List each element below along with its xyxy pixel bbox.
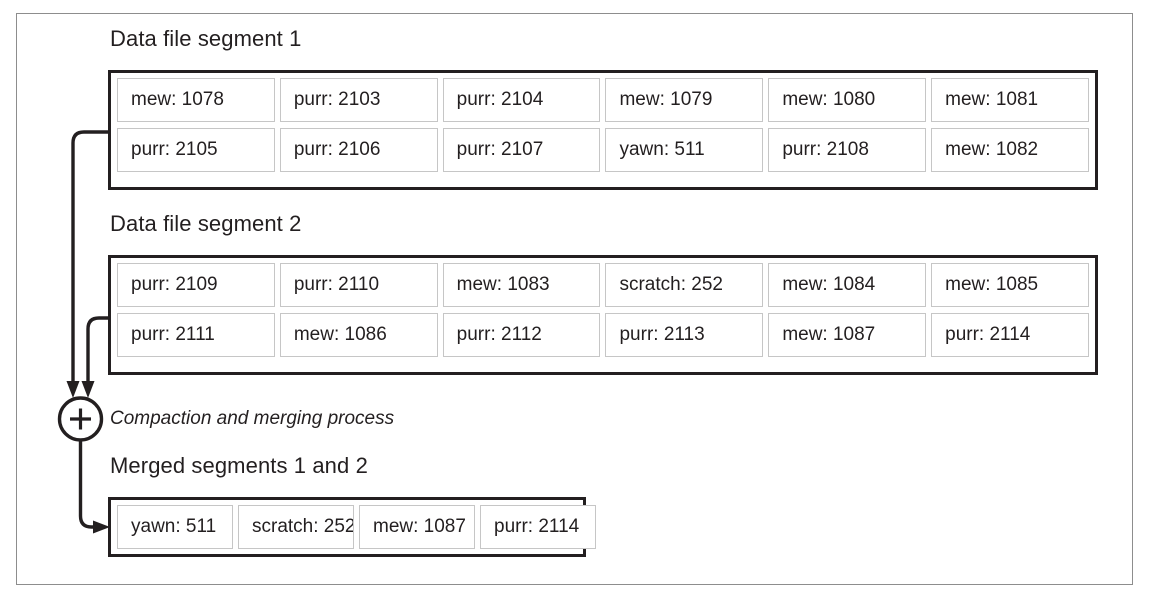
data-file-segment-1: mew: 1078 purr: 2103 purr: 2104 mew: 107… <box>108 70 1098 190</box>
list-item: mew: 1083 <box>442 263 601 307</box>
list-item: mew: 1086 <box>279 313 438 357</box>
list-item: purr: 2113 <box>605 313 764 357</box>
list-item: purr: 2103 <box>279 78 438 122</box>
table-row: purr: 2111 mew: 1086 purr: 2112 purr: 21… <box>117 313 1089 357</box>
merged-segments-title: Merged segments 1 and 2 <box>110 453 368 478</box>
list-item: mew: 1080 <box>768 78 927 122</box>
list-item: purr: 2111 <box>117 313 275 357</box>
table-row: mew: 1078 purr: 2103 purr: 2104 mew: 107… <box>117 78 1089 122</box>
list-item: mew: 1079 <box>605 78 764 122</box>
list-item: purr: 2108 <box>768 128 927 172</box>
merged-segments-box: yawn: 511 scratch: 252 mew: 1087 purr: 2… <box>108 497 596 557</box>
table-row: purr: 2109 purr: 2110 mew: 1083 scratch:… <box>117 263 1089 307</box>
list-item: purr: 2112 <box>442 313 601 357</box>
list-item: purr: 2114 <box>480 505 596 549</box>
list-item: purr: 2110 <box>279 263 438 307</box>
segment-2-title: Data file segment 2 <box>110 211 302 236</box>
list-item: yawn: 511 <box>605 128 764 172</box>
list-item: purr: 2109 <box>117 263 275 307</box>
table-row: yawn: 511 scratch: 252 mew: 1087 purr: 2… <box>117 505 596 549</box>
list-item: mew: 1084 <box>768 263 927 307</box>
list-item: mew: 1082 <box>931 128 1089 172</box>
list-item: yawn: 511 <box>117 505 233 549</box>
list-item: scratch: 252 <box>238 505 354 549</box>
segment-1-title: Data file segment 1 <box>110 26 302 51</box>
compaction-process-label: Compaction and merging process <box>110 408 395 429</box>
list-item: purr: 2105 <box>117 128 275 172</box>
list-item: mew: 1087 <box>359 505 475 549</box>
list-item: scratch: 252 <box>605 263 764 307</box>
data-file-segment-2: purr: 2109 purr: 2110 mew: 1083 scratch:… <box>108 255 1098 375</box>
list-item: mew: 1085 <box>931 263 1089 307</box>
list-item: mew: 1087 <box>768 313 927 357</box>
table-row: purr: 2105 purr: 2106 purr: 2107 yawn: 5… <box>117 128 1089 172</box>
list-item: purr: 2104 <box>442 78 601 122</box>
list-item: mew: 1078 <box>117 78 275 122</box>
list-item: purr: 2106 <box>279 128 438 172</box>
list-item: purr: 2114 <box>931 313 1089 357</box>
list-item: purr: 2107 <box>442 128 601 172</box>
list-item: mew: 1081 <box>931 78 1089 122</box>
